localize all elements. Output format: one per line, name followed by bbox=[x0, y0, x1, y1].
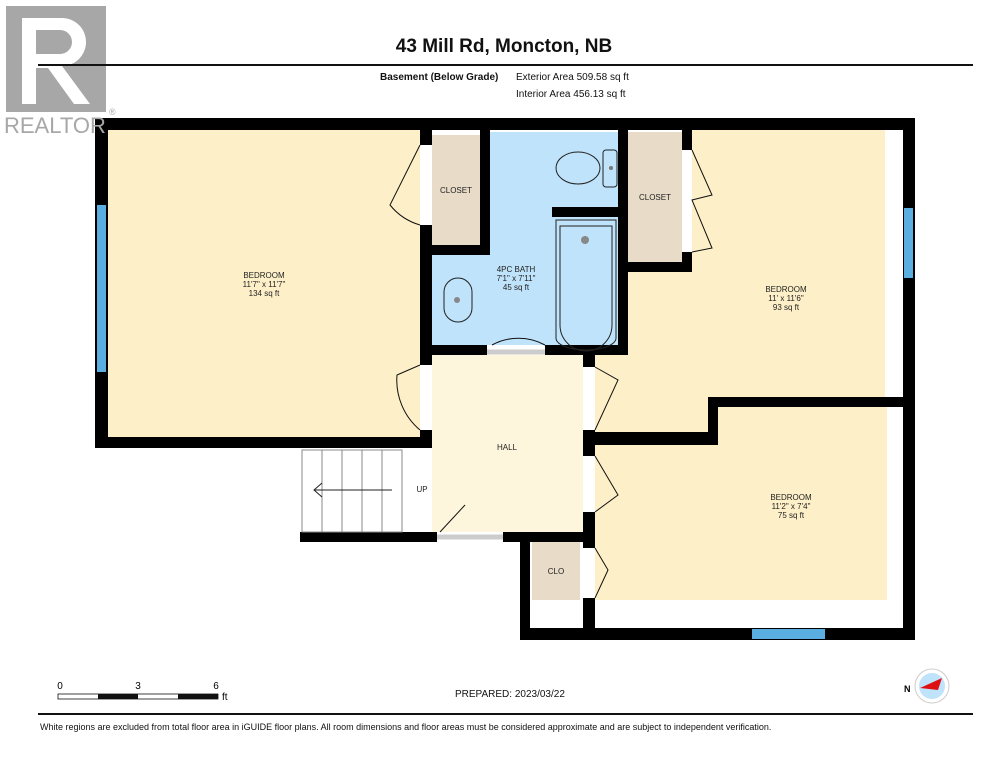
realtor-logo: REALTOR ® bbox=[4, 6, 116, 138]
room-label-bath: 4PC BATH 7'1" x 7'11" 45 sq ft bbox=[497, 265, 536, 292]
window bbox=[97, 205, 106, 372]
svg-text:7'1" x 7'11": 7'1" x 7'11" bbox=[497, 274, 536, 283]
interior-area: Interior Area 456.13 sq ft bbox=[516, 89, 626, 100]
room-label-bedroom-2: BEDROOM 11' x 11'6" 93 sq ft bbox=[765, 285, 807, 312]
prepared-date: PREPARED: 2023/03/22 bbox=[455, 689, 565, 700]
svg-text:75 sq ft: 75 sq ft bbox=[778, 511, 805, 520]
bedroom-1-floor bbox=[108, 130, 420, 437]
registered-mark: ® bbox=[109, 107, 116, 117]
bath-floor bbox=[432, 132, 618, 345]
window bbox=[904, 208, 913, 278]
svg-text:BEDROOM: BEDROOM bbox=[243, 271, 285, 280]
svg-text:6: 6 bbox=[213, 681, 219, 692]
svg-text:BEDROOM: BEDROOM bbox=[770, 493, 812, 502]
scale-bar: 0 3 6 ft bbox=[57, 681, 228, 703]
room-label-closet-2: CLOSET bbox=[639, 193, 671, 202]
svg-text:0: 0 bbox=[57, 681, 63, 692]
level-name: Basement (Below Grade) bbox=[380, 72, 499, 83]
closet-1-floor bbox=[432, 135, 480, 245]
svg-text:134 sq ft: 134 sq ft bbox=[249, 289, 280, 298]
closet-2-floor bbox=[628, 132, 682, 262]
svg-text:REALTOR: REALTOR bbox=[4, 113, 106, 138]
svg-text:BEDROOM: BEDROOM bbox=[765, 285, 807, 294]
room-label-hall: HALL bbox=[497, 443, 518, 452]
svg-text:3: 3 bbox=[135, 681, 141, 692]
svg-text:11'7" x 11'7": 11'7" x 11'7" bbox=[243, 280, 286, 289]
toilet-icon bbox=[555, 149, 618, 188]
staircase bbox=[301, 449, 403, 533]
svg-text:ft: ft bbox=[222, 692, 228, 703]
svg-text:45 sq ft: 45 sq ft bbox=[503, 283, 530, 292]
doors bbox=[389, 144, 713, 599]
svg-text:N: N bbox=[904, 684, 911, 694]
divider bbox=[38, 64, 973, 66]
hall-floor bbox=[432, 355, 583, 532]
page-title: 43 Mill Rd, Moncton, NB bbox=[395, 36, 613, 57]
compass-icon: N bbox=[904, 668, 950, 704]
svg-text:11' x 11'6": 11' x 11'6" bbox=[768, 294, 804, 303]
svg-text:11'2" x 7'4": 11'2" x 7'4" bbox=[772, 502, 811, 511]
stairs-label: UP bbox=[416, 485, 427, 494]
room-label-bedroom-1: BEDROOM 11'7" x 11'7" 134 sq ft bbox=[243, 271, 286, 298]
svg-text:4PC BATH: 4PC BATH bbox=[497, 265, 536, 274]
room-label-clo: CLO bbox=[548, 567, 564, 576]
clo-floor bbox=[532, 542, 580, 600]
disclaimer: White regions are excluded from total fl… bbox=[40, 722, 772, 732]
bedroom-2-floor bbox=[595, 130, 885, 432]
divider bbox=[38, 713, 973, 715]
room-label-closet-1: CLOSET bbox=[440, 186, 472, 195]
exterior-area: Exterior Area 509.58 sq ft bbox=[516, 72, 629, 83]
window bbox=[752, 629, 825, 639]
bathtub-icon bbox=[555, 219, 617, 352]
room-label-bedroom-3: BEDROOM 11'2" x 7'4" 75 sq ft bbox=[770, 493, 812, 520]
sink-icon bbox=[443, 277, 473, 323]
svg-text:93 sq ft: 93 sq ft bbox=[773, 303, 800, 312]
